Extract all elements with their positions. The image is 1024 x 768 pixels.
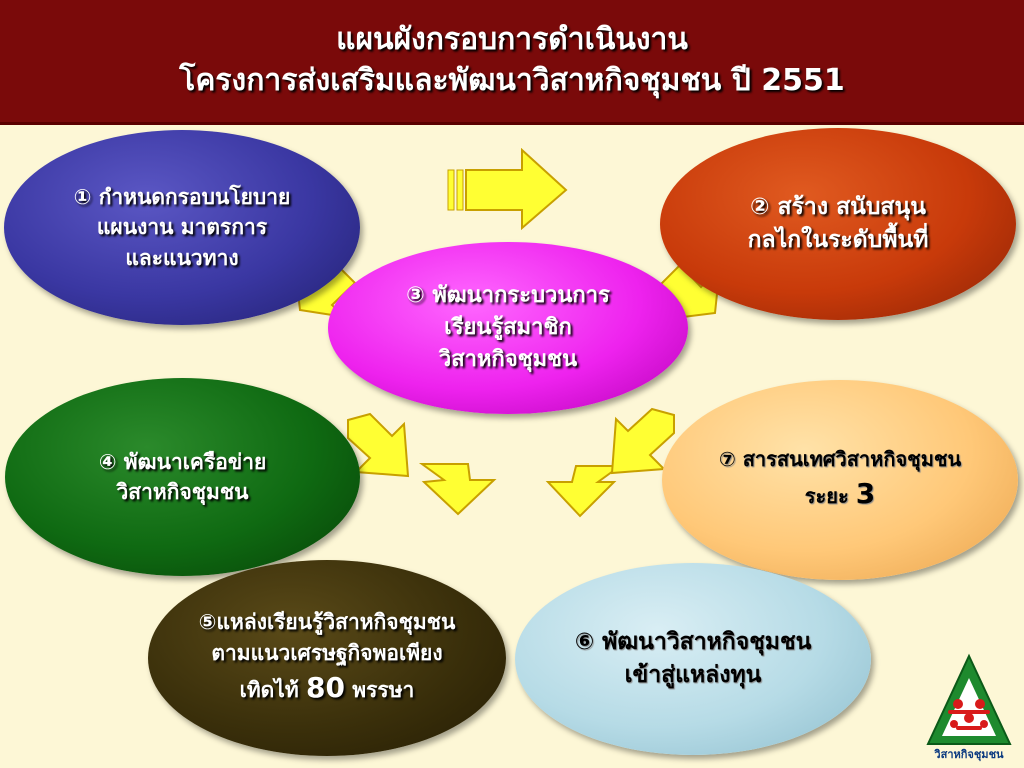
node-5-learning-center: ⑤แหล่งเรียนรู้วิสาหกิจชุมชน ตามแนวเศรษฐก… (148, 560, 506, 756)
page-title: แผนผังกรอบการดำเนินงาน (336, 22, 688, 57)
node-4-line-1: ④ พัฒนาเครือข่าย (98, 449, 267, 474)
node-2-line-1: ② สร้าง สนับสนุน (750, 193, 926, 220)
node-6-funding-access: ⑥ พัฒนาวิสาหกิจชุมชน เข้าสู่แหล่งทุน (515, 563, 871, 755)
node-4-network: ④ พัฒนาเครือข่าย วิสาหกิจชุมชน (5, 378, 360, 576)
arrow-diag-left-bottom-icon (347, 412, 410, 478)
node-5-line-3-prefix: เทิดไท้ (239, 678, 307, 703)
node-2-local-mechanism: ② สร้าง สนับสนุน กลไกในระดับพื้นที่ (660, 128, 1016, 320)
node-2-line-2: กลไกในระดับพื้นที่ (747, 227, 929, 253)
node-3-line-1: ③ พัฒนากระบวนการ (406, 283, 610, 309)
node-1-policy-framework: ① กำหนดกรอบนโยบาย แผนงาน มาตรการ และแนวท… (4, 130, 360, 325)
node-6-line-1: ⑥ พัฒนาวิสาหกิจชุมชน (574, 628, 812, 655)
node-5-anniversary-number: 80 (306, 671, 345, 705)
logo-caption: วิสาหกิจชุมชน (934, 748, 1004, 762)
arrow-down-left-icon (418, 463, 497, 516)
node-7-line-2-prefix: ระยะ (804, 484, 856, 509)
node-3-line-3: วิสาหกิจชุมชน (438, 346, 578, 372)
node-5-line-2: ตามแนวเศรษฐกิจพอเพียง (211, 640, 443, 665)
arrow-diag-right-bottom-icon (610, 407, 675, 475)
node-3-line-2: เรียนรู้สมาชิก (444, 315, 572, 341)
node-4-line-2: วิสาหกิจชุมชน (116, 480, 249, 504)
node-7-line-1: ⑦ สารสนเทศวิสาหกิจชุมชน (718, 447, 962, 472)
node-1-line-2: แผนงาน มาตรการ (96, 215, 268, 240)
node-5-line-1: ⑤แหล่งเรียนรู้วิสาหกิจชุมชน (198, 610, 456, 635)
node-5-line-3-suffix: พรรษา (344, 678, 415, 703)
arrow-right-icon (447, 148, 568, 230)
node-6-line-2: เข้าสู่แหล่งทุน (624, 662, 762, 688)
node-7-phase-number: 3 (855, 477, 876, 511)
node-1-line-1: ① กำหนดกรอบนโยบาย (73, 184, 291, 209)
header-banner: แผนผังกรอบการดำเนินงาน โครงการส่งเสริมแล… (0, 0, 1024, 125)
node-7-information: ⑦ สารสนเทศวิสาหกิจชุมชน ระยะ 3 (662, 380, 1018, 580)
node-3-learning-process: ③ พัฒนากระบวนการ เรียนรู้สมาชิก วิสาหกิจ… (328, 242, 688, 414)
logo-emblem-icon: วิสาหกิจชุมชน (926, 653, 1012, 762)
community-enterprise-logo: วิสาหกิจชุมชน (918, 652, 1020, 764)
page-subtitle: โครงการส่งเสริมและพัฒนาวิสาหกิจชุมชน ปี … (179, 63, 845, 98)
node-1-line-3: และแนวทาง (125, 245, 239, 270)
